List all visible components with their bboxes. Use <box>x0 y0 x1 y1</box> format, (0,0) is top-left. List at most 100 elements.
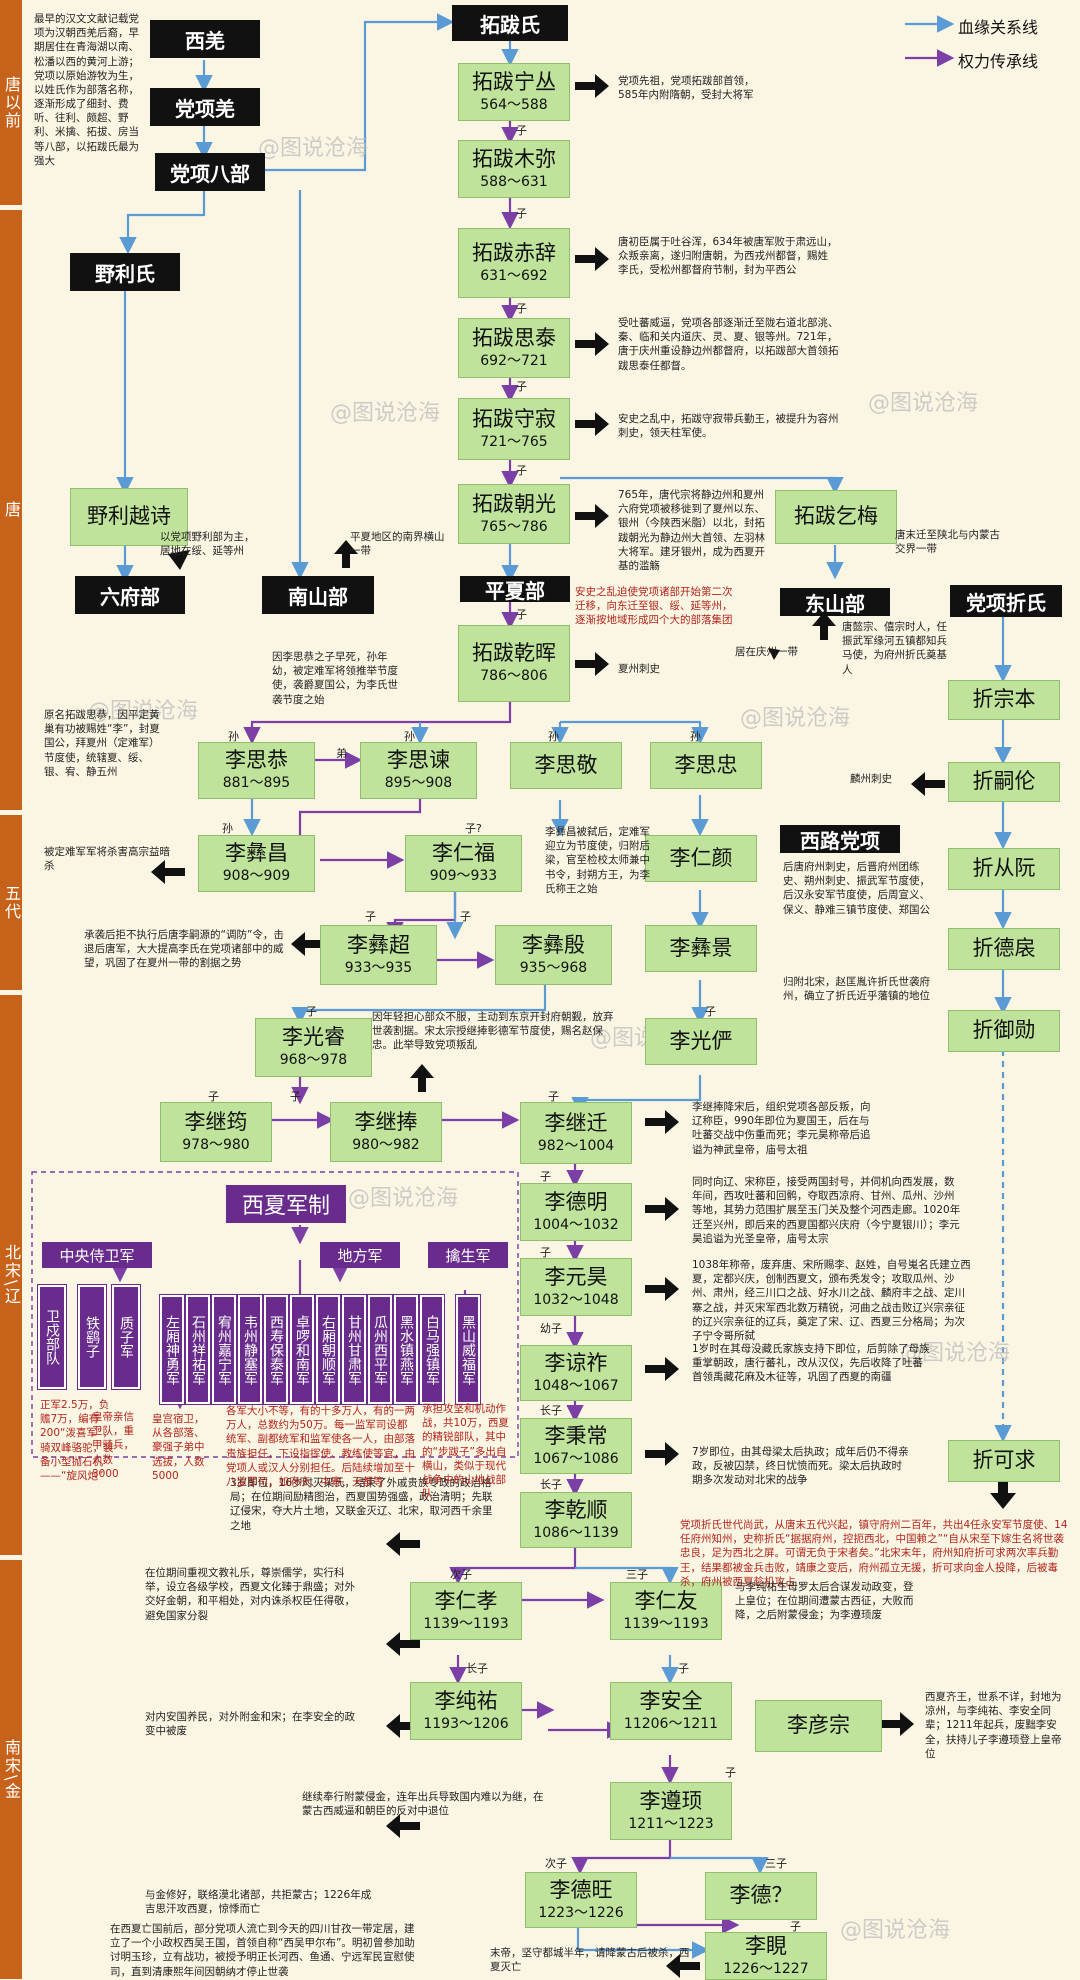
arrow-up-icon <box>812 612 836 640</box>
era-label-five-dynasties: 五代 <box>0 815 22 990</box>
kin-di: 弟 <box>336 747 347 760</box>
arrow-right-icon <box>575 74 609 98</box>
central-unit: 质子军 <box>111 1284 141 1390</box>
arrow-right-icon <box>575 247 609 271</box>
local-unit: 右厢朝顺军 <box>315 1294 341 1405</box>
kin-zi-uncertain: 子? <box>465 822 482 835</box>
node-pingxiabu: 平夏部 <box>460 576 570 603</box>
kin-sun: 孙 <box>548 730 559 743</box>
node-zhe-yuxun: 折御勋 <box>948 1010 1060 1052</box>
note-capture-army: 承担攻坚和机动作战，共10万，西夏的精锐部队，其中的“步跋子”多出自横山，类似于… <box>422 1403 509 1501</box>
local-unit: 西寿保泰军 <box>263 1294 289 1405</box>
node-dangxiang-zheshi: 党项折氏 <box>950 585 1062 617</box>
node-dangxiangqiang: 党项羌 <box>150 88 260 126</box>
arrow-right-icon <box>645 1110 679 1134</box>
note-zhe-deyi: 归附北宋，赵匡胤许折氏世袭府州，确立了折氏近乎藩镇的地位 <box>783 976 930 1003</box>
note-sigong-pre: 因李思恭之子早死，孙年幼，被定难军将领推举节度使，袭爵夏国公，为李氏世袭节度之始 <box>272 651 398 706</box>
local-unit: 黑水镇燕军 <box>393 1294 419 1405</box>
kin-zi: 子 <box>290 1090 301 1103</box>
watermark: @图说沧海 <box>348 1186 459 1211</box>
military-local: 地方军 <box>320 1242 400 1268</box>
kin-sanzi: 三子 <box>765 1857 787 1870</box>
node-yelishi: 野利氏 <box>70 253 180 291</box>
kin-cizi: 次子 <box>450 1568 472 1581</box>
note-renxiao: 在位期间重视文教礼乐，尊崇儒学，实行科举，设立各级学校，西夏文化臻于鼎盛；对外交… <box>145 1567 355 1622</box>
era-label-southern-song-jin: 南宋\金 <box>0 1560 22 1979</box>
kin-zi: 子 <box>548 1090 559 1103</box>
kin-zhangzi: 长子 <box>466 1662 488 1675</box>
node-tuobashi: 拓跋氏 <box>452 5 568 41</box>
note-weishu: 正军2.5万，负赡7万，编有200“泼喜军”，骑双峰骆驼，装备小型抛石机——“旋… <box>40 1399 114 1482</box>
note-guangrui: 因年轻担心部众不服，主动到东京开封府朝觐，放弃世袭割据。宋太宗授继捧彰德军节度使… <box>372 1011 614 1052</box>
kin-zhangzi: 长子 <box>540 1478 562 1491</box>
note-yichao: 承袭后拒不执行后唐李嗣源的“调防”令，击退后唐军，大大提高李氏在党项诸部中的威望… <box>84 929 284 970</box>
arrow-right-icon <box>880 1712 914 1736</box>
arrow-up-icon <box>768 648 780 660</box>
military-central: 中央侍卫军 <box>42 1242 152 1268</box>
kin-zi: 子 <box>516 608 527 621</box>
node-liufubu: 六府部 <box>75 576 185 614</box>
node-zhe-keqiu: 折可求 <box>948 1440 1060 1482</box>
note-xiwu: 在西夏亡国前后，部分党项人流亡到今天的四川甘孜一带定居，建立了一个小政权西吴王国… <box>110 1923 415 1978</box>
note-xilu: 后唐府州刺史，后晋府州团练史、朔州刺史、振武军节度使，后汉永安军节度使，后周宣义… <box>783 861 930 916</box>
legend-power: 权力传承线 <box>958 52 1039 71</box>
local-unit: 甘州甘肃军 <box>341 1294 367 1405</box>
arrow-left-icon <box>386 1632 420 1656</box>
kin-sun: 孙 <box>222 822 233 835</box>
arrow-up-icon <box>410 1064 434 1092</box>
node-nanshanbu: 南山部 <box>262 576 374 614</box>
kin-zi: 子 <box>516 302 527 315</box>
kin-cizi: 次子 <box>545 1857 567 1870</box>
note-local-army: 各军大小不等，有的十多万人，有的一两万人，总数约为50万。每一监军司设都统军、副… <box>226 1405 415 1488</box>
note-yichang: 被定难军军将杀害高宗益暗杀 <box>44 846 170 873</box>
kin-zi: 子 <box>516 464 527 477</box>
watermark: @图说沧海 <box>88 699 199 724</box>
note-zheshi-summary: 党项折氏世代尚武，从唐末五代兴起，镇守府州二百年，共出4任永安军节度使、14任府… <box>680 1519 1068 1588</box>
node-dongshanbu: 东山部 <box>780 588 890 616</box>
note-qianshun: 3岁即位，16岁时灭梁氏，结束了外戚贵族专政的政治格局；在位期间励精图治，西夏国… <box>230 1477 493 1532</box>
kin-zi: 子 <box>306 1005 317 1018</box>
note-deming: 同时向辽、宋称臣，接受两国封号，并伺机向西发展，数年间，西攻吐蕃和回鹘，夺取西凉… <box>692 1176 961 1245</box>
arrow-left-icon <box>386 1714 420 1738</box>
era-label-pre-tang: 唐以前 <box>0 0 22 205</box>
note-dongshan: 居在庆州一带 <box>735 646 798 658</box>
note-xian: 末帝，坚守都城半年，请降蒙古后被杀，西夏灭亡 <box>490 1947 690 1974</box>
node-yeli-yueshi: 野利越诗 <box>70 488 188 546</box>
note-renyou: 与李纯祐生母罗太后合谋发动政变，登上皇位；在位期间遭蒙古西征，大败而降，之后附蒙… <box>735 1581 914 1622</box>
military-capture: 擒生军 <box>428 1242 508 1268</box>
node-li-sizhong: 李思忠 <box>650 742 762 789</box>
kin-sun: 孙 <box>228 730 239 743</box>
note-yanzong: 西夏齐王，世系不详，封地为凉州，与李纯祐、李安全同辈；1211年起兵，废黜李安全… <box>925 1691 1062 1760</box>
note-chunyou: 对内安国养民，对外附金和宋；在李安全的政变中被废 <box>145 1711 355 1738</box>
node-tuoba-qimei: 拓跋乞梅 <box>775 490 897 544</box>
arrow-left-icon <box>291 932 325 956</box>
node-li-renyan: 李仁颜 <box>645 835 757 882</box>
kin-youzi: 幼子 <box>540 1322 562 1335</box>
note-ningcong: 党项先祖，党项拓跋部首领，585年内附隋朝，受封大将军 <box>618 75 755 102</box>
note-sigong: 原名拓跋思恭，因平定黄巢有功被赐姓“李”，封夏国公，拜夏州（定难军）节度使，统辖… <box>44 709 160 778</box>
kin-zi: 子 <box>705 1005 716 1018</box>
local-unit: 卓啰和南军 <box>289 1294 315 1405</box>
kin-zi: 子 <box>516 207 527 220</box>
kin-sanzi: 三子 <box>626 1568 648 1581</box>
node-zhe-congruan: 折从阮 <box>948 848 1060 890</box>
arrow-right-icon <box>645 1357 679 1381</box>
local-unit: 宥州嘉宁军 <box>211 1294 237 1405</box>
kin-zi: 子 <box>208 1090 219 1103</box>
note-origin: 最早的汉文文献记载党项为汉朝西羌后裔，早期居住在青海湖以南、松潘以西的黄河上游；… <box>34 13 139 167</box>
